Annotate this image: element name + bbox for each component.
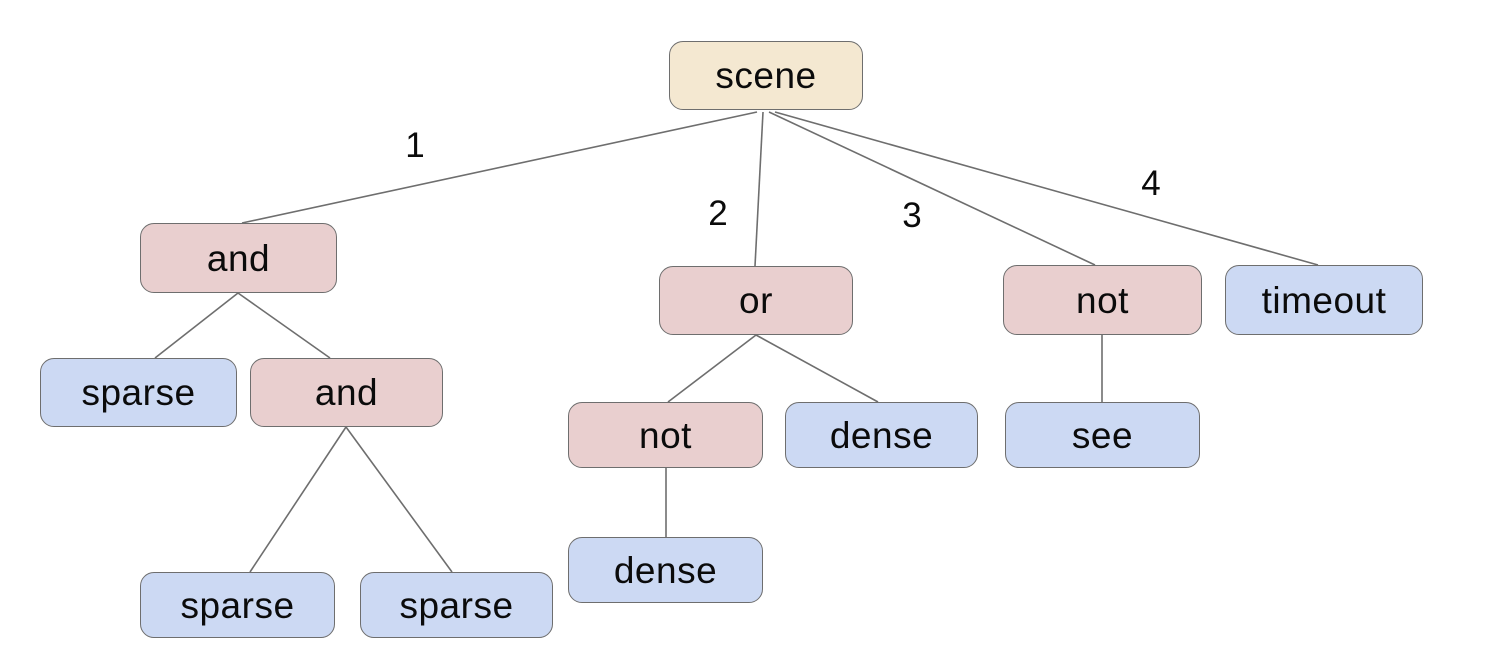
tree-node-and-1: and [140,223,337,293]
tree-node-sparse-1: sparse [40,358,237,427]
edge-label-4: 4 [1141,164,1161,203]
edge-and-2-to-sparse-3 [345,426,453,573]
edge-scene-to-and-1 [241,111,758,224]
tree-node-not-2: not [568,402,763,468]
tree-node-dense-2: dense [568,537,763,603]
edge-scene-to-timeout-1 [774,111,1319,266]
edge-or-1-to-not-2 [667,334,757,403]
tree-node-dense-1: dense [785,402,978,468]
edge-scene-to-not-1 [768,111,1096,266]
tree-node-see-1: see [1005,402,1200,468]
tree-node-and-2: and [250,358,443,427]
edge-label-2: 2 [708,194,728,233]
tree-node-or-1: or [659,266,853,335]
tree-node-not-1: not [1003,265,1202,335]
tree-node-timeout-1: timeout [1225,265,1423,335]
edge-label-3: 3 [902,196,922,235]
edge-label-1: 1 [405,126,425,165]
edge-and-2-to-sparse-2 [249,426,347,573]
edge-and-1-to-sparse-1 [154,292,239,359]
tree-node-scene: scene [669,41,863,110]
tree-node-sparse-3: sparse [360,572,553,638]
edge-or-1-to-dense-1 [755,334,879,403]
tree-node-sparse-2: sparse [140,572,335,638]
edge-scene-to-or-1 [754,111,764,267]
edge-and-1-to-and-2 [237,292,331,359]
